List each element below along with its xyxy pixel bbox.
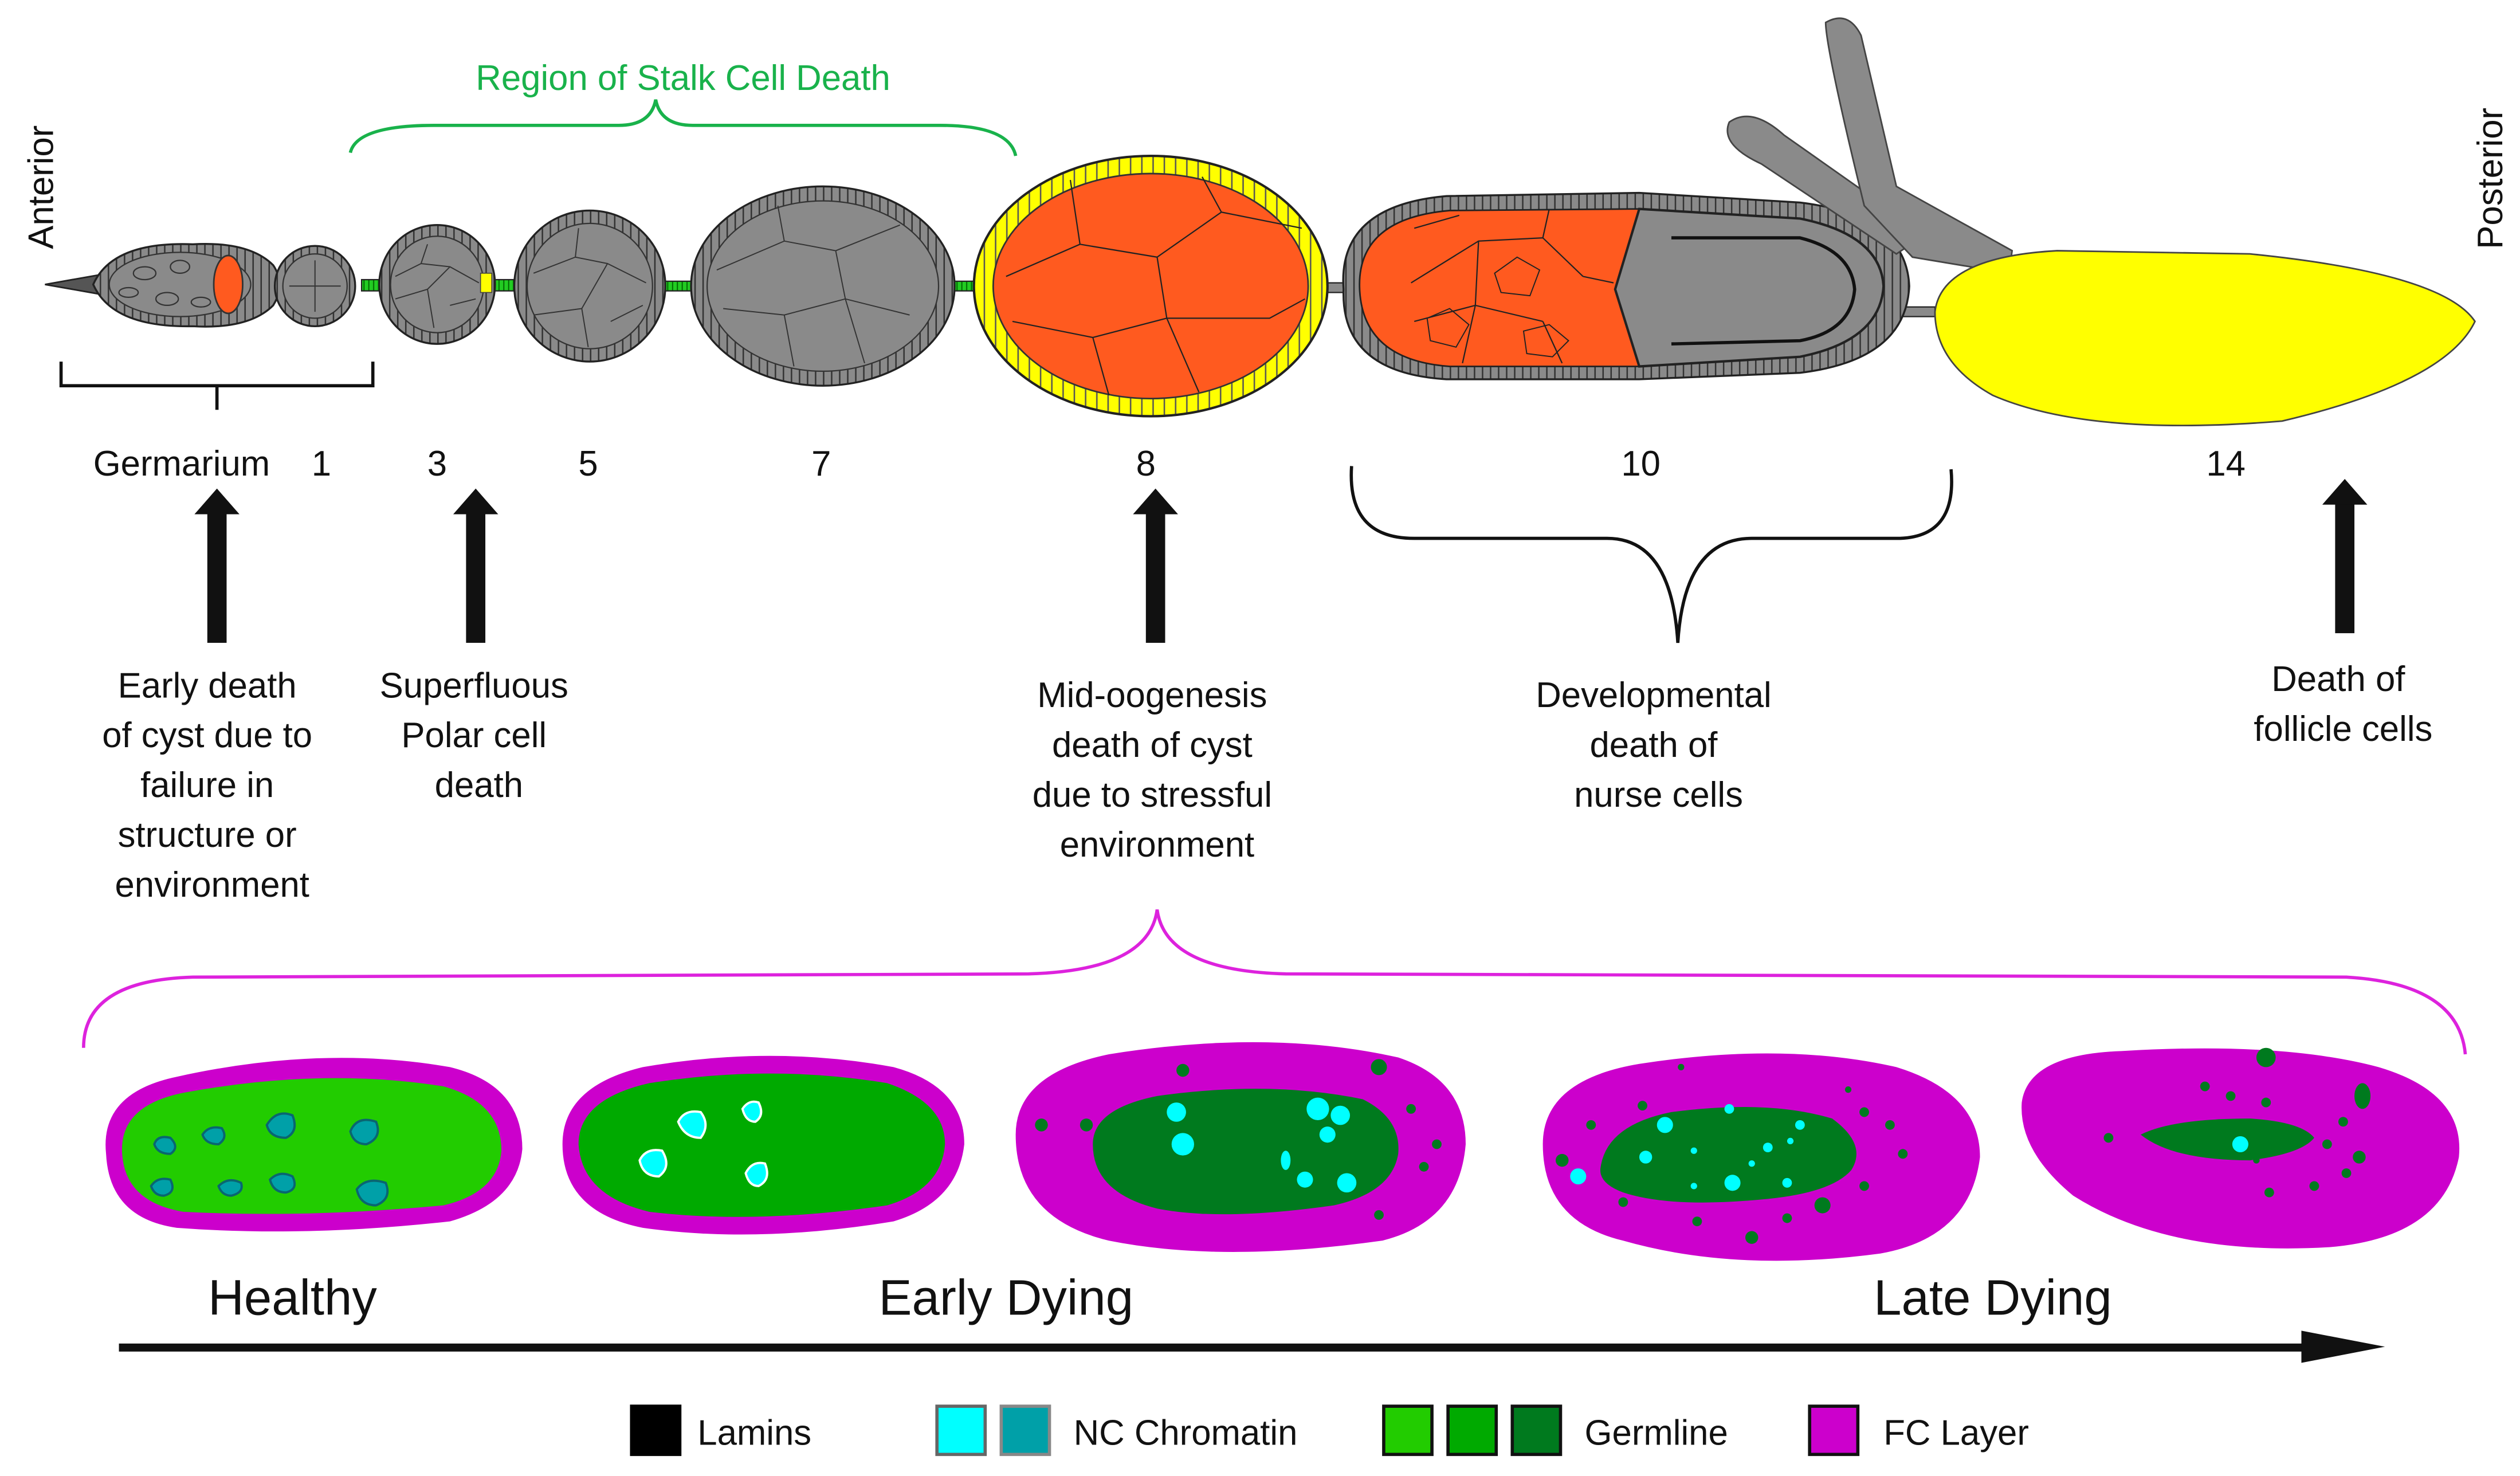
- early-dying-label: Early Dying: [879, 1270, 1134, 1325]
- arrow-mid-death: [1133, 488, 1178, 643]
- polar-death-text: Superfluous Polar cell death: [380, 666, 578, 805]
- stage-5-chamber: [513, 209, 666, 363]
- stage-10-chamber: [1342, 191, 1910, 380]
- legend-fc-label: FC Layer: [1883, 1414, 2029, 1453]
- stage-3-label: 3: [427, 444, 447, 484]
- follicle-death-text: Death of follicle cells: [2254, 660, 2432, 749]
- legend: Lamins NC Chromatin Germline FC Layer: [630, 1404, 2029, 1457]
- cell-late-dying-2: [2022, 1047, 2460, 1249]
- germarium-orange-cyst: [213, 254, 244, 315]
- cell-early-dying-2: [1015, 1042, 1466, 1252]
- region-bracket: [348, 99, 1018, 156]
- progression-brace: [82, 909, 2467, 1055]
- legend-germline-swatch-dark: [1510, 1404, 1563, 1457]
- early-death-text: Early death of cyst due to failure in st…: [102, 666, 322, 905]
- stage-7-label: 7: [811, 444, 831, 484]
- progression-arrow: [119, 1330, 2385, 1363]
- anterior-label: Anterior: [22, 125, 61, 249]
- stage-1-label: 1: [312, 444, 331, 484]
- region-stalk-death-label: Region of Stalk Cell Death: [476, 58, 890, 98]
- stage-3-chamber: [378, 223, 496, 345]
- stage-germarium-label: Germarium: [93, 444, 270, 484]
- legend-lamins-swatch: [630, 1404, 682, 1457]
- stage-8-chamber: [972, 154, 1329, 418]
- healthy-label: Healthy: [208, 1270, 377, 1325]
- polar-cell: [480, 272, 493, 293]
- stage-14-label: 14: [2206, 444, 2246, 484]
- stage-5-label: 5: [578, 444, 598, 484]
- cell-late-dying-1: [1542, 1053, 1980, 1261]
- nurse-death-text: Developmental death of nurse cells: [1536, 676, 1781, 815]
- stage-8-label: 8: [1136, 444, 1156, 484]
- stage-10-label: 10: [1621, 444, 1661, 484]
- arrow-polar-death: [453, 488, 498, 643]
- legend-fc-swatch: [1808, 1404, 1860, 1457]
- late-dying-label: Late Dying: [1874, 1270, 2112, 1325]
- posterior-label: Posterior: [2471, 108, 2510, 249]
- stage-7-chamber: [690, 185, 956, 387]
- nurse-death-brace: [1349, 466, 1953, 643]
- legend-chromatin-swatch-bright: [935, 1404, 987, 1457]
- legend-germline-label: Germline: [1585, 1414, 1728, 1453]
- arrow-follicle-death: [2322, 478, 2368, 634]
- mid-death-text: Mid-oogenesis death of cyst due to stres…: [1033, 676, 1282, 865]
- legend-chromatin-swatch-teal: [999, 1404, 1051, 1457]
- oocyte: [1614, 207, 1885, 368]
- cell-early-dying-1: [562, 1055, 964, 1235]
- germarium-bracket: [59, 362, 375, 410]
- terminal-filament: [45, 273, 101, 295]
- arrow-early-death: [194, 488, 240, 643]
- cell-healthy: [105, 1058, 523, 1232]
- legend-germline-swatch-light: [1382, 1404, 1434, 1457]
- ovariole-chain: [45, 17, 2476, 427]
- legend-chromatin-label: NC Chromatin: [1074, 1414, 1298, 1453]
- legend-germline-swatch-mid: [1446, 1404, 1498, 1457]
- stalk: [663, 280, 695, 292]
- stage-14-egg: [1726, 17, 2476, 427]
- germarium-cyst: [92, 243, 281, 328]
- legend-lamins-label: Lamins: [697, 1414, 811, 1453]
